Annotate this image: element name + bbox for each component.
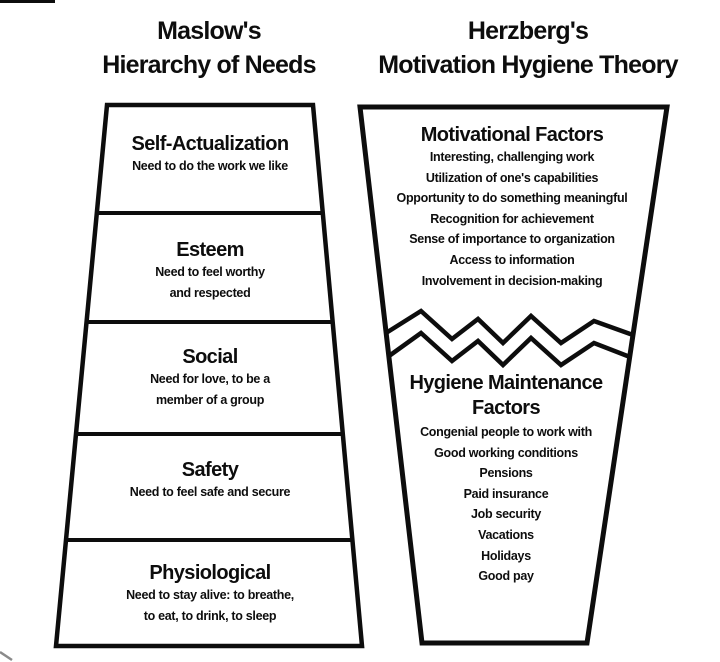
herzberg-funnel-outline	[357, 104, 670, 646]
motivational-item: Interesting, challenging work	[429, 150, 595, 164]
maslow-pyramid-outline	[53, 102, 365, 649]
level-name: Self-Actualization	[131, 133, 290, 155]
maslow-level-physiological: Physiological Need to stay alive: to bre…	[55, 561, 365, 626]
maslow-title-line2: Hierarchy of Needs	[102, 51, 316, 79]
maslow-title: Maslow's Hierarchy of Needs	[49, 14, 369, 82]
maslow-level-social: Social Need for love, to be a member of …	[55, 345, 365, 410]
hygiene-item: Holidays	[481, 548, 531, 563]
level-name: Physiological	[149, 562, 271, 584]
maslow-level-esteem: Esteem Need to feel worthy and respected	[55, 238, 365, 303]
hygiene-item: Job security	[470, 507, 542, 522]
motivational-item: Access to information	[449, 252, 575, 267]
maslow-title-line1: Maslow's	[157, 17, 262, 45]
level-description-line: member of a group	[155, 392, 265, 407]
level-description-line: Need to feel safe and secure	[129, 485, 291, 499]
level-name: Social	[182, 346, 238, 368]
motivational-item: Recognition for achievement	[430, 211, 594, 226]
level-description-line: Need to stay alive: to breathe,	[126, 588, 294, 602]
scan-artifact-line	[0, 0, 55, 3]
hygiene-item: Congenial people to work with	[420, 425, 592, 439]
hygiene-items: Congenial people to work with Good worki…	[371, 422, 641, 587]
level-name: Safety	[181, 459, 239, 481]
herzberg-hygiene-section: Hygiene Maintenance Factors Congenial pe…	[371, 371, 641, 587]
level-description-line: Need for love, to be a	[150, 372, 270, 386]
motivational-heading: Motivational Factors	[420, 124, 604, 146]
motivational-item: Opportunity to do something meaningful	[396, 191, 628, 206]
level-name: Esteem	[176, 239, 244, 261]
herzberg-title: Herzberg's Motivation Hygiene Theory	[363, 14, 693, 82]
hygiene-item: Pensions	[479, 466, 533, 481]
maslow-level-safety: Safety Need to feel safe and secure	[55, 458, 365, 503]
hygiene-heading-line2: Factors	[471, 396, 541, 419]
hygiene-item: Good working conditions	[434, 445, 578, 460]
level-description-line: Need to do the work we like	[132, 159, 288, 173]
zigzag-divider-lower	[387, 330, 631, 369]
motivational-item: Utilization of one's capabilities	[425, 170, 599, 185]
zigzag-divider-upper	[384, 308, 634, 347]
level-description-line: to eat, to drink, to sleep	[143, 608, 277, 623]
motivational-item: Involvement in decision-making	[421, 273, 603, 288]
scan-artifact-mark	[0, 650, 13, 662]
motivational-items: Interesting, challenging work Utilizatio…	[377, 147, 647, 291]
motivational-item: Sense of importance to organization	[409, 232, 615, 247]
hygiene-heading-line1: Hygiene Maintenance	[409, 372, 603, 394]
hygiene-item: Vacations	[478, 527, 534, 542]
hygiene-item: Paid insurance	[463, 486, 549, 501]
herzberg-motivational-section: Motivational Factors Interesting, challe…	[377, 123, 647, 291]
herzberg-title-line2: Motivation Hygiene Theory	[378, 51, 678, 79]
hygiene-item: Good pay	[478, 569, 534, 584]
maslow-level-self-actualization: Self-Actualization Need to do the work w…	[55, 132, 365, 177]
herzberg-title-line1: Herzberg's	[467, 17, 589, 45]
level-description-line: and respected	[169, 285, 251, 300]
level-description-line: Need to feel worthy	[155, 265, 265, 279]
